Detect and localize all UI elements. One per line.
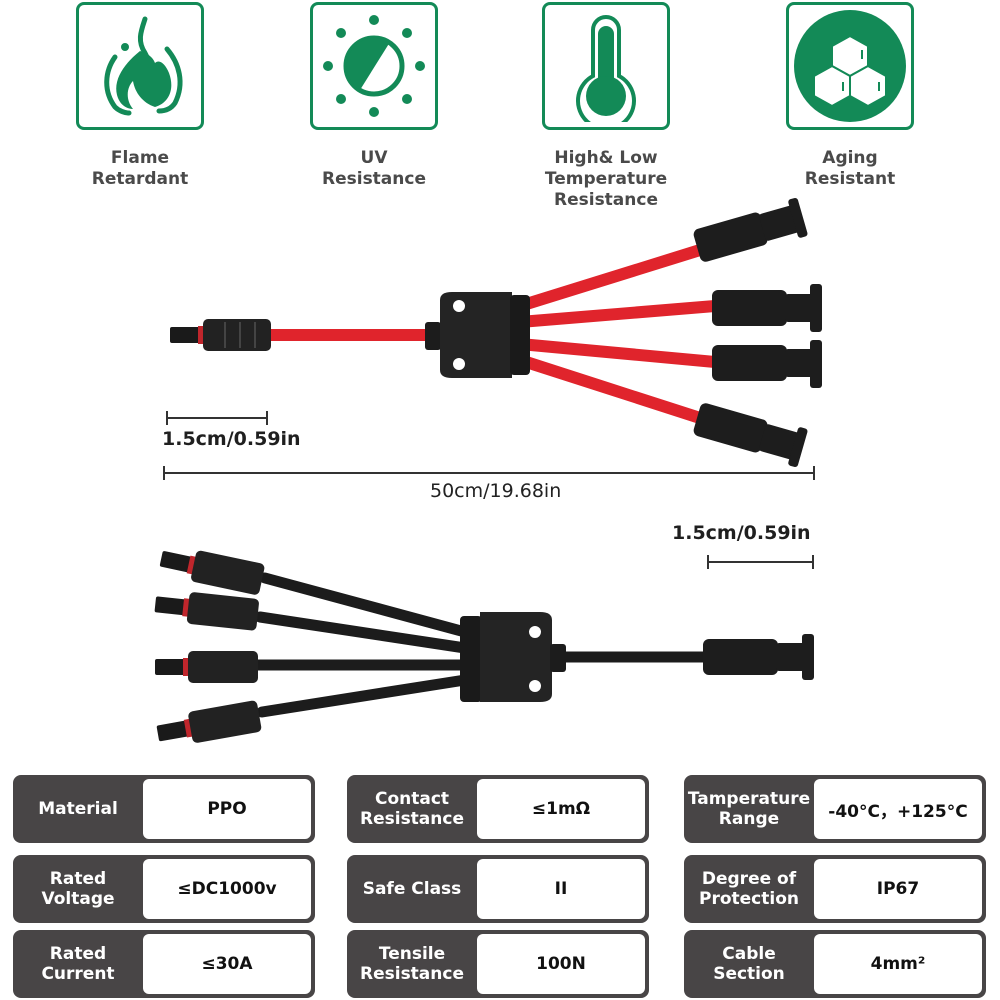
connector-length-label: 1.5cm/0.59in	[162, 428, 301, 450]
spec-key: Rated Current	[41, 944, 115, 984]
branch-hub	[460, 612, 566, 702]
total-length-label: 50cm/19.68in	[430, 480, 562, 502]
spec-rated-current: Rated Current ≤30A	[13, 930, 315, 998]
red-cable-illustration	[163, 197, 822, 480]
feature-label: UV Resistance	[322, 148, 426, 189]
flame-icon	[76, 2, 204, 130]
spec-key: Rated Voltage	[41, 869, 115, 909]
uv-sun-icon	[310, 2, 438, 130]
spec-key: Tamperature Range	[687, 789, 811, 829]
spec-cable-section: Cable Section 4mm²	[684, 930, 986, 998]
branch-hub	[425, 292, 530, 378]
male-connectors-left	[154, 550, 265, 743]
spec-rated-voltage: Rated Voltage ≤DC1000v	[13, 855, 315, 923]
spec-value: IP67	[814, 859, 982, 919]
feature-temperature-resistance: High& Low Temperature Resistance	[542, 2, 670, 211]
spec-key: Tensile Resistance	[360, 944, 464, 984]
spec-safe-class: Safe Class II	[347, 855, 649, 923]
spec-value: II	[477, 859, 645, 919]
spec-key: Material	[38, 799, 118, 819]
spec-value: 4mm²	[814, 934, 982, 994]
spec-value: ≤30A	[143, 934, 311, 994]
connector-length-label: 1.5cm/0.59in	[672, 522, 811, 544]
spec-temperature-range: Tamperature Range -40°C，+125°C	[684, 775, 986, 843]
spec-tensile-resistance: Tensile Resistance 100N	[347, 930, 649, 998]
red-branch-cable-diagram: 1.5cm/0.59in 50cm/19.68in	[0, 190, 1000, 750]
spec-key: Degree of Protection	[699, 869, 799, 909]
spec-key: Cable Section	[713, 944, 785, 984]
spec-degree-of-protection: Degree of Protection IP67	[684, 855, 986, 923]
spec-value: -40°C，+125°C	[814, 779, 982, 839]
spec-value: 100N	[477, 934, 645, 994]
spec-value: ≤1mΩ	[477, 779, 645, 839]
spec-key: Safe Class	[362, 879, 462, 899]
spec-value: ≤DC1000v	[143, 859, 311, 919]
spec-key: Contact Resistance	[360, 789, 464, 829]
spec-contact-resistance: Contact Resistance ≤1mΩ	[347, 775, 649, 843]
female-connectors-right	[693, 197, 822, 468]
black-branch-cable-diagram: 1.5cm/0.59in	[0, 520, 1000, 760]
feature-flame-retardant: Flame Retardant	[76, 2, 204, 190]
feature-aging-resistant: Aging Resistant	[786, 2, 914, 190]
black-cable-illustration	[154, 550, 814, 743]
feature-uv-resistance: UV Resistance	[310, 2, 438, 190]
male-connector-left	[170, 319, 271, 351]
feature-label: High& Low Temperature Resistance	[544, 148, 668, 210]
feature-label: Flame Retardant	[91, 148, 189, 189]
female-connector-right	[703, 634, 814, 680]
feature-label: Aging Resistant	[804, 148, 896, 189]
spec-material: Material PPO	[13, 775, 315, 843]
thermometer-icon	[542, 2, 670, 130]
spec-value: PPO	[143, 779, 311, 839]
hexagon-molecule-icon	[786, 2, 914, 130]
